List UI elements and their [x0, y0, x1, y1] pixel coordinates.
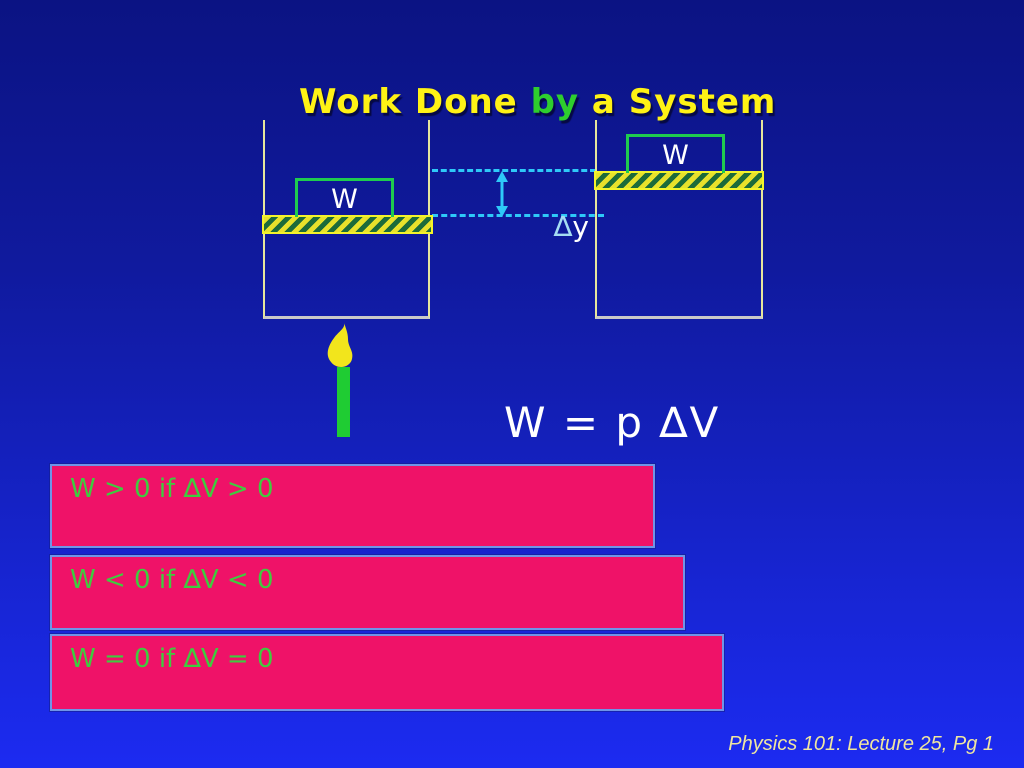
dy-delta: ∆: [553, 210, 573, 243]
description-highlight: positive work: [529, 543, 653, 546]
right-weight-label: W: [662, 139, 689, 171]
title-part-2: by: [530, 82, 580, 122]
title-part-3: a System: [579, 82, 777, 122]
description-text: contracting system does negative work: [162, 604, 683, 628]
condition-text: W = 0 if ∆V = 0: [70, 644, 274, 674]
left-weight-box: W: [295, 178, 394, 217]
dy-label: ∆y: [518, 177, 589, 276]
description-plain: expanding system does: [212, 543, 529, 546]
dashed-line-top: [432, 169, 596, 172]
dashed-line-bottom: [432, 214, 604, 217]
right-cylinder: [595, 120, 763, 319]
right-weight-box: W: [626, 134, 725, 173]
dy-y: y: [572, 210, 589, 243]
left-weight-label: W: [331, 183, 358, 215]
title-part-1: Work Done: [299, 82, 531, 122]
flame-icon: [320, 322, 360, 376]
condition-text: W > 0 if ∆V > 0: [70, 474, 274, 504]
left-piston: [262, 215, 433, 234]
dy-arrow-icon: [491, 171, 513, 221]
equation: W = p ∆V: [504, 398, 721, 447]
right-piston: [594, 171, 764, 190]
description-text: system with constant volume does no work: [162, 683, 722, 709]
description-text: expanding system does positive work: [162, 513, 653, 546]
statement-box-positive-work: W > 0 if ∆V > 0 expanding system does po…: [50, 464, 655, 548]
statement-box-no-work: W = 0 if ∆V = 0 system with constant vol…: [50, 634, 724, 711]
slide-footer: Physics 101: Lecture 25, Pg 1: [728, 733, 994, 755]
statement-box-negative-work: W < 0 if ∆V < 0 contracting system does …: [50, 555, 685, 630]
condition-text: W < 0 if ∆V < 0: [70, 565, 274, 595]
candle-stick: [337, 367, 350, 437]
page-title: Work Done by a System: [0, 42, 1024, 162]
